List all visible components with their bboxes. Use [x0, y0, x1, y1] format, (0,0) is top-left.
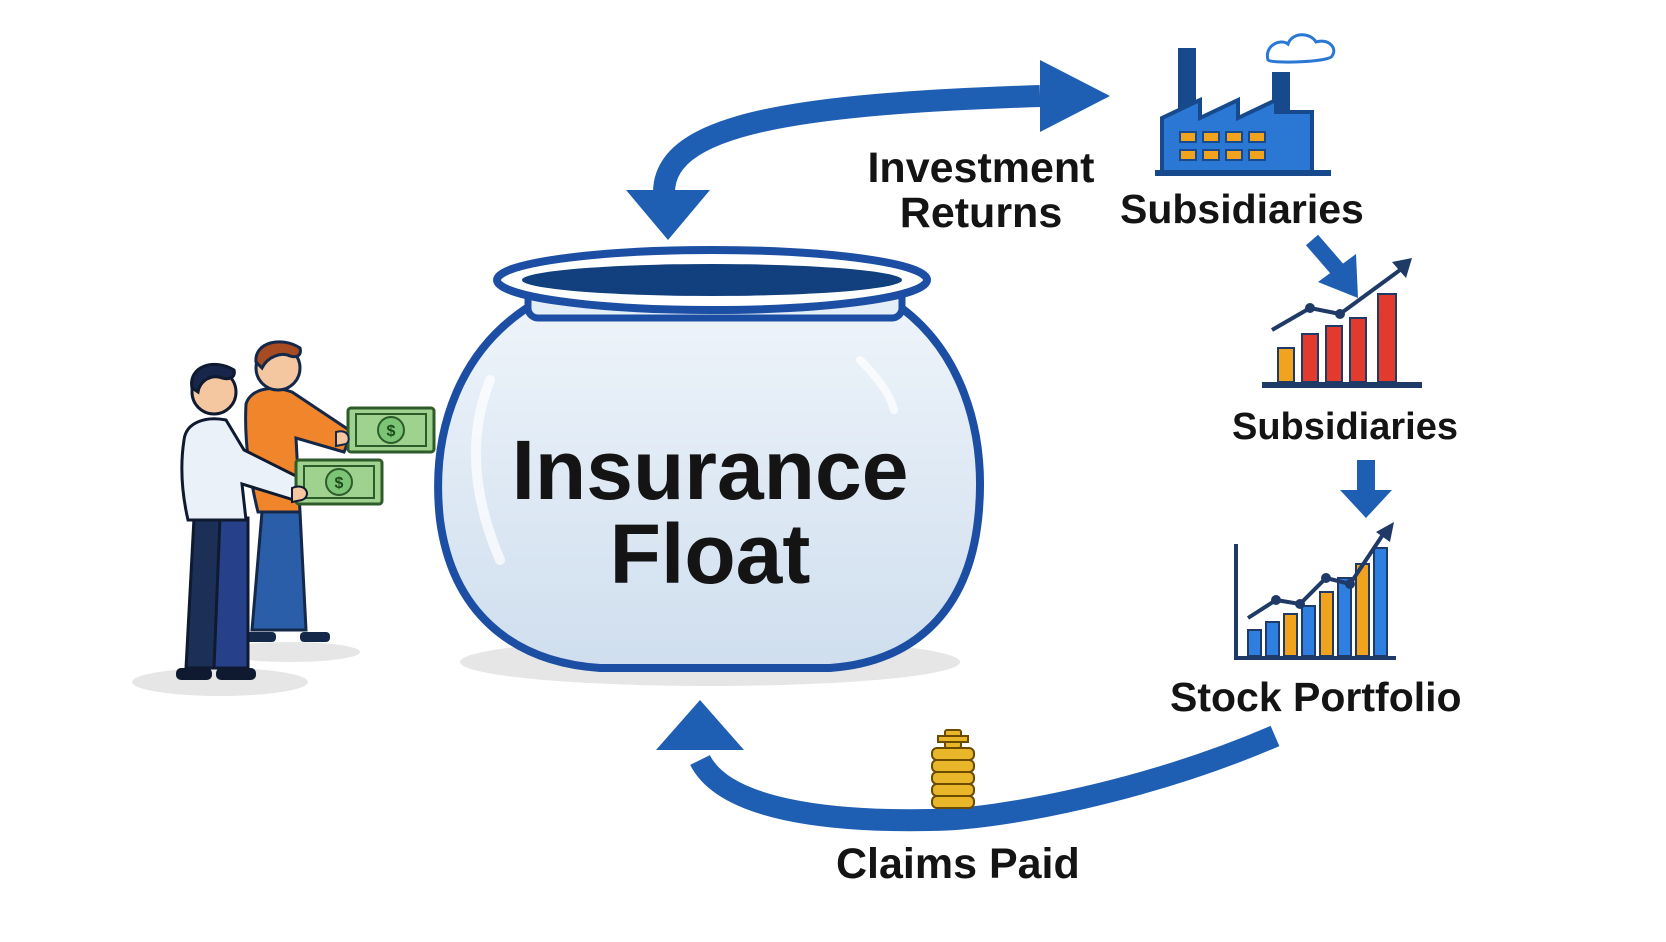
title-line-2: Float — [609, 507, 811, 601]
money-symbol-1: $ — [387, 423, 396, 440]
claims-return-arrow — [656, 700, 1280, 832]
insurance-float-title: Insurance Float — [400, 428, 1020, 596]
stock-chart-icon — [1234, 522, 1396, 660]
money-icon: $ $ — [291, 406, 436, 506]
bar-chart-icon — [1262, 258, 1422, 388]
money-symbol-2: $ — [335, 475, 344, 492]
title-line-1: Insurance — [511, 423, 909, 517]
people-icon: $ $ — [132, 340, 436, 696]
subsidiaries-label-middle: Subsidiaries — [1232, 406, 1458, 448]
subsidiaries-label-top: Subsidiaries — [1120, 186, 1364, 232]
coin-stack-icon — [931, 729, 975, 809]
stock-portfolio-label: Stock Portfolio — [1170, 674, 1462, 720]
down-arrow-1 — [1305, 234, 1358, 298]
person-white-shirt — [176, 362, 302, 680]
investment-returns-line-2: Returns — [899, 189, 1063, 238]
down-arrow-2 — [1340, 460, 1392, 518]
claims-paid-label: Claims Paid — [836, 840, 1080, 888]
float-jar-icon — [434, 246, 984, 672]
investment-returns-line-1: Investment — [867, 144, 1095, 192]
investment-returns-label: Investment Returns — [846, 144, 1116, 238]
factory-icon — [1155, 33, 1336, 176]
investment-returns-arrow — [626, 60, 1110, 240]
